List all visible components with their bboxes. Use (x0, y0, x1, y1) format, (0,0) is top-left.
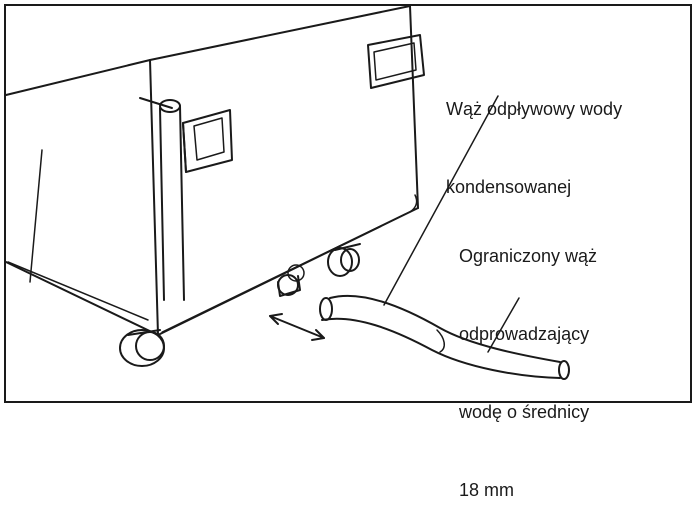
corner-pipe (139, 97, 185, 301)
wheel-front (119, 329, 165, 367)
condensate-label-line-1: Wąż odpływowy wody (446, 99, 623, 119)
drain-label-line-2: odprowadzający (459, 324, 590, 344)
drain-label-line-4: 18 mm (459, 480, 515, 500)
drain-hose (319, 294, 570, 380)
condensate-hose-label: Wąż odpływowy wody kondensowanej (446, 44, 622, 226)
drain-label-line-1: Ograniczony wąż (459, 246, 598, 266)
unit-left-side (5, 59, 159, 336)
drain-connector (277, 264, 305, 297)
leader-lines (383, 95, 520, 353)
appliance-illustration (5, 5, 570, 380)
diagram-frame (4, 4, 692, 403)
connect-arrow (269, 313, 325, 341)
condensate-label-line-2: kondensowanej (446, 177, 572, 197)
top-handle (367, 34, 425, 89)
drain-hose-label: Ograniczony wąż odprowadzający wodę o śr… (459, 191, 597, 529)
wheel-rear (327, 243, 361, 277)
front-handle (182, 109, 233, 173)
drain-label-line-3: wodę o średnicy (459, 402, 590, 422)
